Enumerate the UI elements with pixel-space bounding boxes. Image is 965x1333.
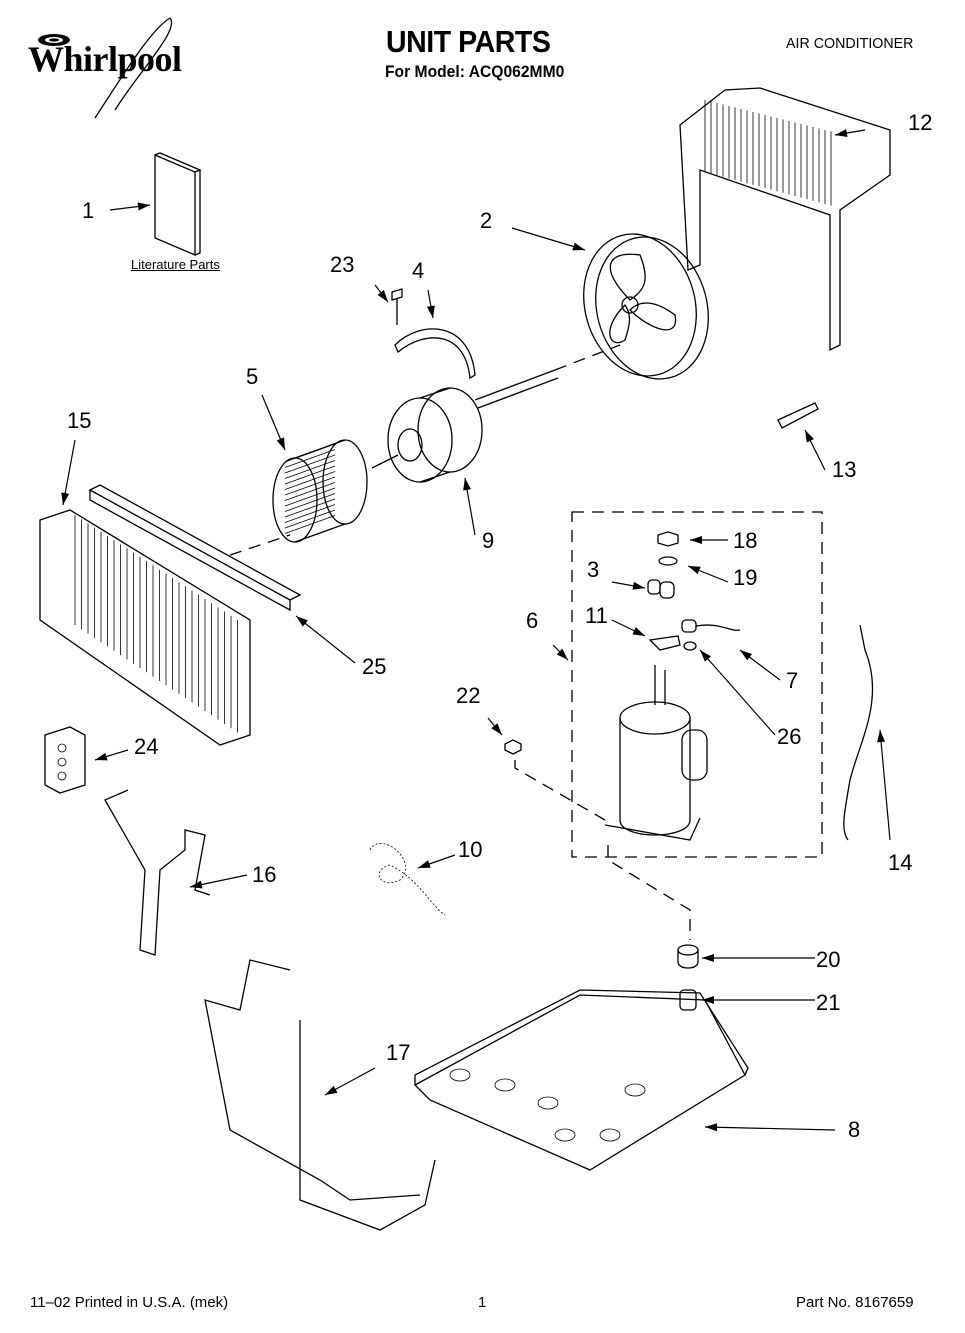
callout-7: 7 [786, 668, 798, 693]
part-grommet-26 [683, 641, 697, 651]
arrowhead-icon [190, 880, 203, 889]
callout-9: 9 [482, 528, 494, 553]
arrowhead-icon [95, 752, 108, 761]
part-terminal-cover-3 [647, 579, 675, 599]
part-grommet-22 [504, 739, 522, 755]
arrowhead-icon [572, 242, 585, 251]
whirlpool-swirl-icon [38, 17, 173, 119]
part-overload-7 [681, 619, 741, 633]
model-subtitle: For Model: ACQ062MM0 [385, 62, 565, 81]
arrowhead-icon [700, 650, 711, 662]
arrowhead-icon [491, 723, 502, 735]
compressor-assembly-group [571, 511, 823, 858]
part-compressor [604, 665, 708, 841]
callout-21: 21 [816, 990, 840, 1015]
callout-25: 25 [362, 654, 386, 679]
callout-4: 4 [412, 258, 424, 283]
arrowhead-icon [632, 581, 645, 590]
part-blower-wheel [272, 439, 368, 543]
callout-23: 23 [330, 252, 354, 277]
part-mount-screw [391, 288, 403, 325]
arrowhead-icon [276, 437, 285, 450]
callout-22: 22 [456, 683, 480, 708]
arrowhead-icon [805, 430, 814, 443]
arrowhead-icon [463, 478, 472, 491]
callout-14: 14 [888, 850, 912, 875]
callout-26: 26 [777, 724, 801, 749]
part-fan-motor [371, 387, 483, 483]
arrowhead-icon [688, 566, 701, 575]
leader-line [511, 227, 586, 251]
part-motor-mount-strap [394, 328, 476, 380]
part-wire-harness-10 [369, 843, 446, 916]
part-washer-19 [658, 556, 678, 566]
callout-5: 5 [246, 364, 258, 389]
part-literature-booklet [154, 152, 202, 256]
arrowhead-icon [690, 536, 702, 544]
arrowhead-icon [137, 202, 150, 211]
leader-line [879, 729, 891, 841]
part-nut-18 [657, 531, 679, 547]
part-grommet-20 [677, 944, 699, 969]
callout-13: 13 [832, 457, 856, 482]
arrowhead-icon [325, 1085, 338, 1095]
product-type: AIR CONDITIONER [786, 35, 914, 52]
callout-10: 10 [458, 837, 482, 862]
callout-11: 11 [585, 603, 608, 628]
part-evaporator-coil [39, 509, 251, 746]
part-capacitor [44, 726, 86, 794]
part-number: Part No. 8167659 [796, 1294, 914, 1311]
arrowhead-icon [835, 129, 848, 137]
arrowhead-icon [740, 650, 752, 661]
callout-3: 3 [587, 557, 599, 582]
arrowhead-icon [296, 616, 308, 627]
part-tube-16 [104, 789, 211, 956]
arrowhead-icon [61, 492, 70, 505]
part-condenser-coil [679, 87, 891, 352]
arrowhead-icon [702, 954, 714, 962]
part-thermistor-13 [777, 402, 819, 429]
arrowhead-icon [556, 648, 568, 660]
callout-6: 6 [526, 608, 538, 633]
leader-line [704, 1126, 836, 1131]
literature-parts-label: Literature Parts [131, 257, 220, 272]
leader-line [295, 615, 356, 664]
arrowhead-icon [377, 290, 388, 302]
callout-24: 24 [134, 734, 158, 759]
callout-17: 17 [386, 1040, 410, 1065]
part-tube-17 [204, 959, 436, 1231]
leader-line [699, 649, 776, 736]
callout-15: 15 [67, 408, 91, 433]
part-gasket-11 [648, 635, 681, 651]
callout-12: 12 [908, 110, 932, 135]
arrowhead-icon [426, 305, 435, 318]
part-condenser-fan-blade [583, 233, 709, 380]
callout-8: 8 [848, 1117, 860, 1142]
arrowhead-icon [702, 996, 714, 1004]
part-base-pan [413, 989, 749, 1171]
callout-16: 16 [252, 862, 276, 887]
callout-2: 2 [480, 208, 492, 233]
part-foam-strip [88, 484, 302, 612]
part-power-cord-14 [843, 624, 874, 841]
arrowhead-icon [632, 627, 645, 636]
callout-19: 19 [733, 565, 757, 590]
print-info: 11–02 Printed in U.S.A. (mek) [30, 1294, 229, 1311]
brand-logo: Whirlpool [28, 39, 182, 79]
page-title: UNIT PARTS [386, 24, 551, 59]
arrowhead-icon [877, 730, 886, 743]
callout-1: 1 [82, 198, 94, 223]
arrowhead-icon [418, 860, 431, 868]
arrowhead-icon [705, 1123, 718, 1132]
callout-20: 20 [816, 947, 840, 972]
callout-18: 18 [733, 528, 757, 553]
page-number: 1 [478, 1294, 487, 1311]
